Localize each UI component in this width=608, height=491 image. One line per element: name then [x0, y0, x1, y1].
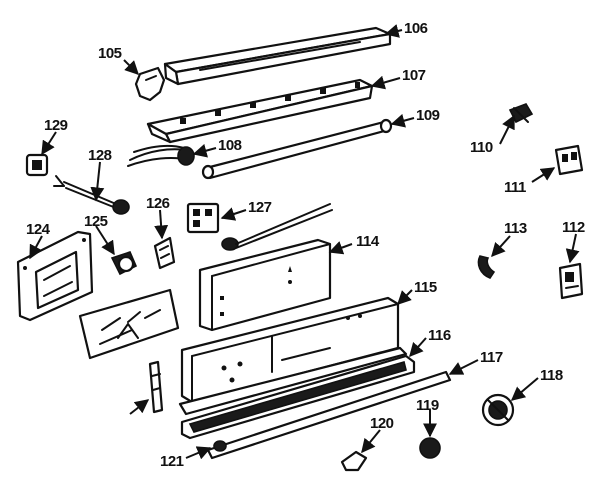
label-106: 106 [404, 20, 428, 37]
label-110: 110 [470, 139, 493, 156]
label-108: 108 [218, 137, 242, 154]
part-support-post [148, 360, 164, 414]
part-112-socket-bracket [558, 262, 584, 300]
part-labels: 106 105 107 109 108 110 111 112 113 114 … [26, 20, 585, 470]
label-119: 119 [416, 397, 439, 414]
label-111: 111 [504, 179, 526, 196]
part-129-lamp-socket [25, 153, 49, 177]
part-clock-board [78, 288, 180, 360]
label-121: 121 [160, 453, 184, 470]
part-115-front-panel [180, 296, 400, 404]
label-107: 107 [402, 67, 426, 84]
label-114: 114 [356, 233, 380, 250]
part-118-control-knob [481, 393, 515, 427]
part-127-selector-switch [186, 202, 333, 251]
part-106-top-trim-channel [163, 26, 392, 86]
label-128: 128 [88, 147, 112, 164]
part-119-knob [419, 437, 441, 459]
label-127: 127 [248, 199, 272, 216]
label-105: 105 [98, 45, 122, 62]
label-129: 129 [44, 117, 68, 134]
part-128-sensor-probe [53, 175, 130, 215]
label-109: 109 [416, 107, 440, 124]
label-112: 112 [562, 219, 585, 236]
part-121-clip [213, 440, 227, 452]
part-107-control-bracket [146, 78, 374, 144]
part-111-connector-block [554, 144, 584, 176]
part-109-fluorescent-tube [201, 118, 393, 180]
label-117: 117 [480, 349, 503, 366]
label-125: 125 [84, 213, 108, 230]
label-118: 118 [540, 367, 563, 384]
part-116-vent-trim [178, 346, 416, 440]
part-113-spring-clip [477, 255, 496, 279]
part-120-knob-insert [340, 450, 368, 472]
part-114-control-board [198, 238, 332, 332]
label-113: 113 [504, 220, 527, 237]
part-125-indicator-light [110, 251, 138, 276]
part-126-clip [153, 236, 176, 270]
label-116: 116 [428, 327, 451, 344]
part-124-window-frame [16, 230, 94, 322]
label-120: 120 [370, 415, 394, 432]
part-108-wire-harness [127, 144, 195, 167]
label-126: 126 [146, 195, 170, 212]
label-115: 115 [414, 279, 437, 296]
label-124: 124 [26, 221, 51, 238]
leader-arrows [29, 24, 580, 460]
part-105-end-cap [134, 66, 166, 102]
